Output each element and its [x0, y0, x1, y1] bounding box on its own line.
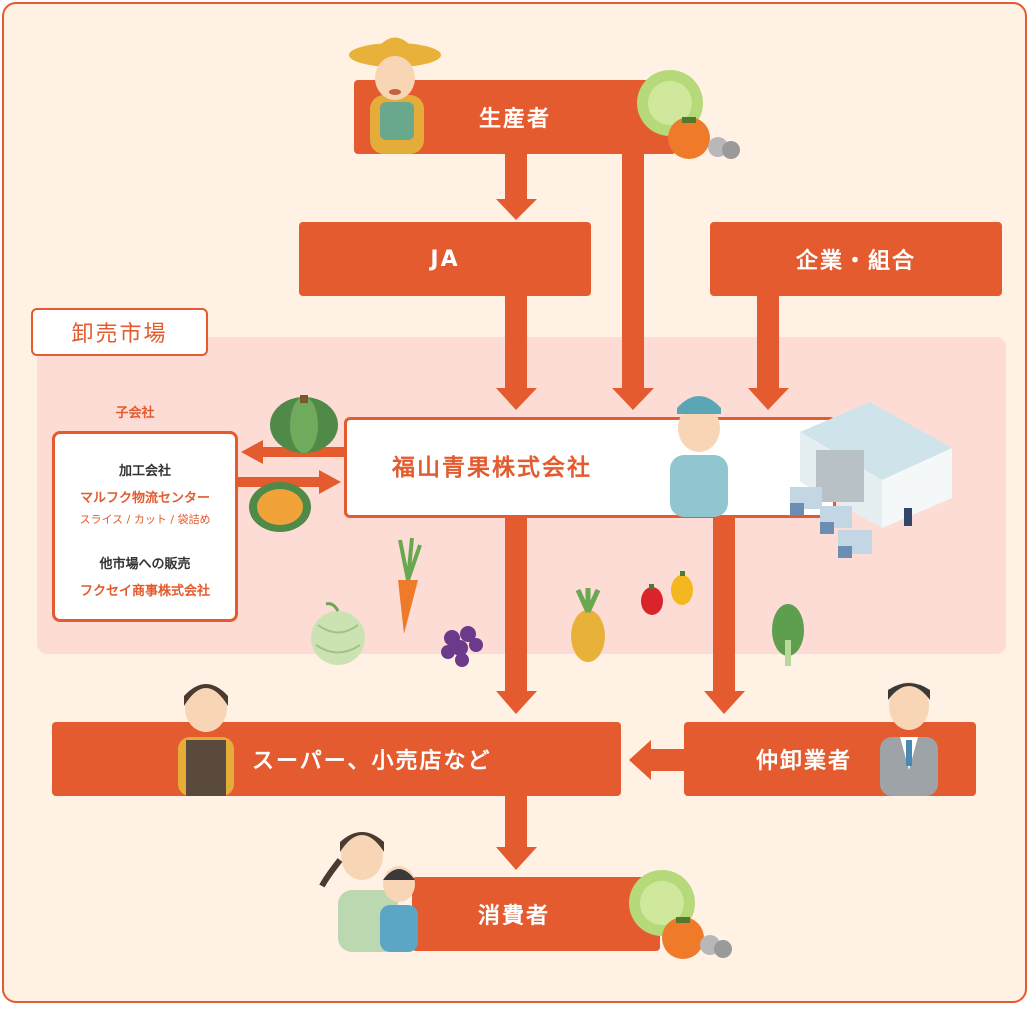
ja-node: JA	[299, 222, 591, 296]
consumer-label: 消費者	[478, 904, 551, 929]
wholesale-market-label: 卸売市場	[31, 308, 208, 356]
subsidiary-box	[52, 431, 238, 622]
company-label: 企業・組合	[795, 249, 916, 274]
producer-label: 生産者	[478, 107, 551, 132]
company-node: 企業・組合	[710, 222, 1002, 296]
vegetables-top-illustration	[637, 70, 740, 159]
ja-label: JA	[430, 246, 460, 272]
warehouse-illustration	[790, 402, 952, 558]
broker-person-illustration	[880, 682, 938, 796]
processing-desc: スライス / カット / 袋詰め	[79, 513, 211, 526]
retail-node: スーパー、小売店など	[52, 722, 621, 796]
consumer-node: 消費者	[412, 877, 660, 951]
broker-label: 仲卸業者	[756, 749, 853, 774]
processing-name: マルフク物流センター	[79, 491, 210, 506]
vegetables-bottom-illustration	[629, 870, 732, 959]
grapes-illustration	[441, 626, 483, 667]
subsidiary-caption: 子会社	[115, 406, 155, 421]
melon-illustration	[311, 602, 365, 665]
processing-label: 加工会社	[118, 464, 171, 479]
retail-label: スーパー、小売店など	[252, 749, 492, 774]
greens-illustration	[772, 604, 804, 666]
fukuyama-seika-label: 福山青果株式会社	[392, 455, 592, 481]
carrot-illustration	[398, 537, 422, 634]
market-worker-illustration	[670, 396, 728, 517]
sales-name: フクセイ商事株式会社	[79, 584, 210, 599]
sales-label: 他市場への販売	[99, 557, 191, 572]
pineapple-illustration	[571, 588, 605, 662]
shop-clerk-illustration	[178, 684, 234, 796]
farmer-illustration	[349, 37, 441, 154]
pumpkin-illustration	[249, 395, 338, 532]
consumer-family-illustration	[319, 832, 418, 952]
bell-pepper-illustration	[641, 571, 693, 615]
